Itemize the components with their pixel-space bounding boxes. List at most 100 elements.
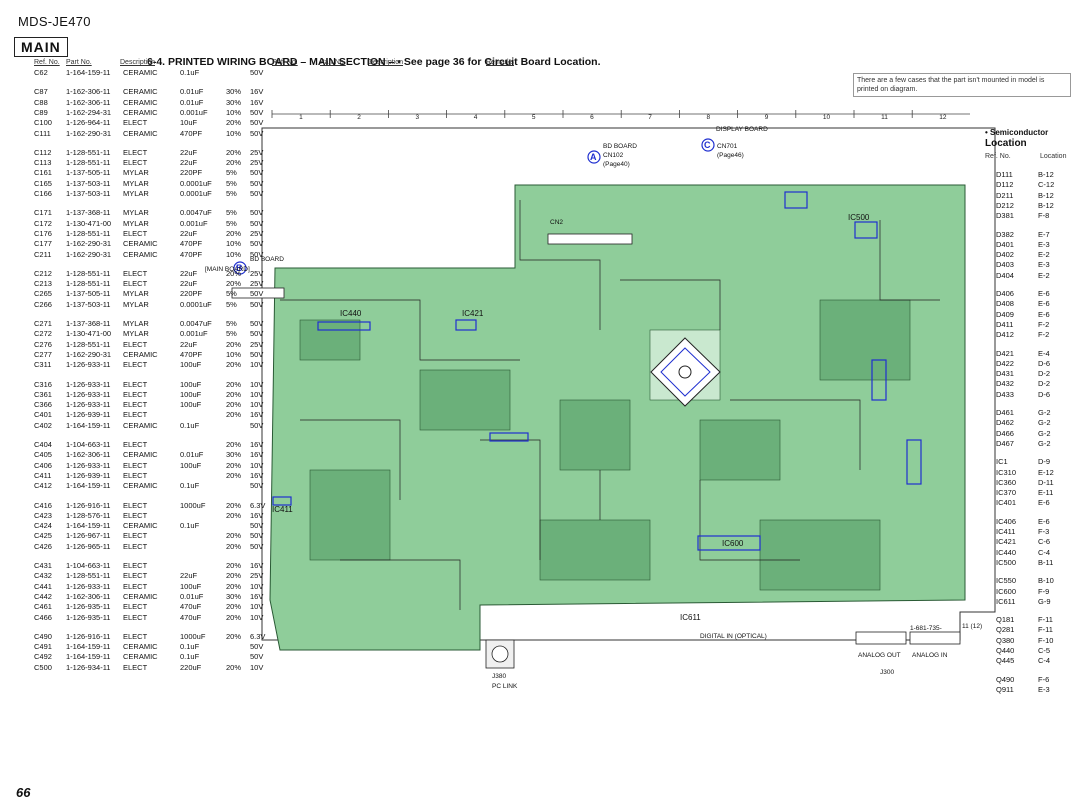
parts-cell: 1-162-306-11	[66, 87, 111, 97]
parts-cell: 50V	[250, 652, 264, 662]
parts-cell: 50V	[250, 189, 264, 198]
parts-cell: C276	[34, 339, 52, 349]
parts-cell: MYLAR	[123, 168, 149, 178]
grid-column-label: 9	[765, 114, 769, 121]
parts-cell: 10uF	[180, 118, 198, 128]
parts-cell: 1-126-933-11	[66, 460, 111, 470]
semi-ref: IC600	[996, 586, 1017, 596]
grid-column-label: 2	[357, 114, 361, 121]
parts-cell: 20%	[226, 360, 242, 370]
parts-cell: C271	[34, 319, 52, 328]
parts-cell: 16V	[250, 450, 264, 460]
semi-location: B-12	[1038, 190, 1054, 200]
parts-cell: 16V	[250, 510, 264, 520]
parts-cell: 50V	[250, 349, 264, 359]
semi-location: B-11	[1038, 557, 1054, 567]
semi-location: E-6	[1038, 309, 1050, 319]
parts-cell: CERAMIC	[123, 652, 158, 662]
semi-ref: D403	[996, 260, 1014, 270]
parts-cell: 1-137-503-11	[66, 189, 111, 198]
semi-location: F-2	[1038, 330, 1050, 340]
parts-cell: 20%	[226, 541, 242, 551]
label-analog-in: ANALOG IN	[912, 652, 948, 659]
parts-cell: ELECT	[123, 510, 148, 520]
semiconductor-header: Ref. No. Location	[985, 153, 1066, 160]
page-heading: 6-4. PRINTED WIRING BOARD – MAIN SECTION…	[147, 56, 601, 68]
parts-cell: 10V	[250, 360, 264, 370]
parts-cell: 1-164-159-11	[66, 481, 111, 491]
parts-cell: 20%	[226, 571, 242, 581]
parts-cell: 1-162-290-31	[66, 249, 112, 259]
parts-cell: C172	[34, 218, 52, 228]
parts-cell: CERAMIC	[123, 97, 158, 107]
parts-cell: 5%	[226, 319, 237, 328]
parts-cell: 10V	[250, 460, 264, 470]
parts-cell: ELECT	[123, 389, 148, 399]
parts-cell: 1-128-551-11	[66, 571, 111, 581]
parts-cell: 1-128-551-11	[66, 339, 111, 349]
parts-cell: 1-130-471-00	[66, 218, 112, 228]
parts-cell: C89	[34, 107, 48, 117]
parts-cell: CERAMIC	[123, 642, 158, 652]
semi-ref: IC1	[996, 457, 1008, 467]
parts-cell: ELECT	[123, 541, 148, 551]
parts-cell: C311	[34, 360, 52, 370]
grid-column-label: 10	[823, 114, 831, 121]
parts-cell: 5%	[226, 168, 237, 178]
semi-ref: D432	[996, 379, 1014, 389]
parts-cell: 5%	[226, 299, 237, 309]
parts-cell: C412	[34, 481, 52, 491]
parts-cell: 20%	[226, 470, 242, 480]
parts-cell: ELECT	[123, 400, 148, 410]
parts-cell: C111	[34, 128, 51, 138]
parts-cell: 16V	[250, 440, 264, 449]
semi-ref: IC421	[996, 537, 1017, 547]
parts-cell: 1-128-551-11	[66, 268, 111, 278]
parts-cell: 220PF	[180, 168, 203, 178]
parts-cell: MYLAR	[123, 289, 149, 299]
parts-cell: C406	[34, 460, 52, 470]
label-page46: (Page46)	[717, 152, 744, 159]
label-ic611: IC611	[680, 613, 701, 622]
parts-cell: 10%	[226, 107, 242, 117]
semi-ref: IC550	[996, 576, 1017, 586]
semi-location: F-3	[1038, 527, 1050, 536]
parts-cell: 20%	[226, 510, 242, 520]
parts-cell: 50V	[250, 128, 264, 138]
semi-location: E-2	[1038, 270, 1050, 280]
parts-cell: 220PF	[180, 289, 203, 299]
label-digital-in: DIGITAL IN (OPTICAL)	[700, 633, 767, 640]
parts-cell: ELECT	[123, 228, 148, 238]
parts-cell: MYLAR	[123, 178, 149, 188]
parts-cell: 0.1uF	[180, 652, 200, 662]
label-main-board: [MAIN BOARD]	[205, 266, 250, 273]
parts-cell: 20%	[226, 158, 242, 168]
parts-cell: C411	[34, 470, 52, 480]
parts-cell: MYLAR	[123, 299, 149, 309]
parts-cell: 22uF	[180, 158, 198, 168]
parts-cell: 1-126-916-11	[66, 500, 111, 510]
parts-cell: MYLAR	[123, 218, 149, 228]
parts-cell: 0.01uF	[180, 450, 204, 460]
svg-text:C: C	[704, 140, 711, 150]
col-header-desc: Description	[120, 59, 156, 66]
svg-text:A: A	[590, 152, 597, 162]
mounting-note: There are a few cases that the part isn'…	[853, 73, 1071, 97]
parts-cell: ELECT	[123, 662, 148, 672]
parts-cell: 1-164-159-11	[66, 68, 111, 77]
parts-cell: C177	[34, 239, 52, 249]
parts-cell: 1-137-505-11	[66, 289, 111, 299]
parts-cell: 22uF	[180, 147, 198, 157]
label-board-number: 1-681-735-	[910, 625, 942, 632]
parts-cell: 1-126-939-11	[66, 410, 111, 420]
parts-cell: 1-126-939-11	[66, 470, 111, 480]
semi-location: D-2	[1038, 379, 1051, 389]
parts-cell: 20%	[226, 460, 242, 470]
parts-cell: C166	[34, 189, 52, 198]
semi-ref: D402	[996, 250, 1014, 260]
semi-ref: Q181	[996, 615, 1015, 625]
parts-cell: 50V	[250, 319, 264, 328]
semi-location: C-4	[1038, 547, 1051, 557]
parts-cell: 50V	[250, 118, 264, 128]
semi-ref: IC411	[996, 527, 1016, 536]
